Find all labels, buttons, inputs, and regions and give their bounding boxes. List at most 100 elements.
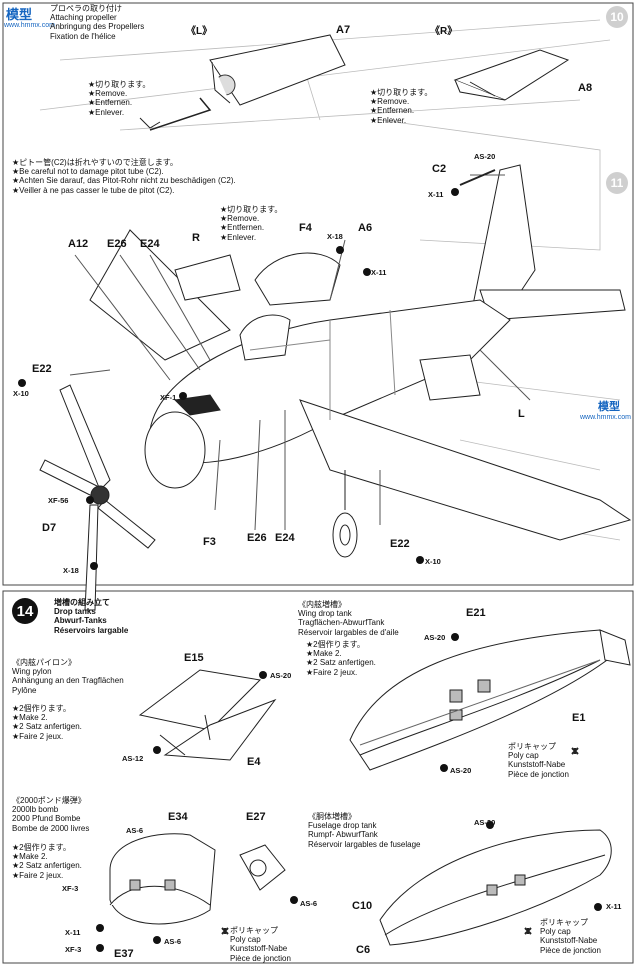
aircraft-assembly-drawing (39, 164, 632, 611)
paint-x11-fuselage-tank: X-11 (606, 902, 622, 911)
fuselage-drop-tank-title: 《胴体増槽》 Fuselage drop tank Rumpf- AbwurfT… (308, 812, 421, 849)
step-14-title: 増槽の組み立て Drop tanks Abwurf-Tanks Réservoi… (54, 598, 128, 635)
part-e26-bottom-label: E26 (247, 532, 267, 544)
part-e22-bottom-label: E22 (390, 538, 410, 550)
part-d7-label: D7 (42, 522, 57, 534)
note-en: ★Make 2. (12, 713, 48, 723)
title-fr: Réservoir largables de fuselage (308, 839, 421, 849)
title-en: Fuselage drop tank (308, 821, 377, 831)
title-fr: Pylône (12, 685, 37, 695)
title-de: Anhängung an den Tragflächen (12, 676, 124, 686)
part-f4-label: F4 (299, 222, 312, 234)
part-c2-label: C2 (432, 163, 447, 175)
part-e27-label: E27 (246, 811, 266, 823)
part-e21-label: E21 (466, 607, 486, 619)
note-fr: ★Faire 2 jeux. (306, 667, 358, 677)
paint-x10-left: X-10 (13, 389, 29, 398)
wing-pylon-make-note: ★2個作ります。 ★Make 2. ★2 Satz anfertigen. ★F… (12, 704, 82, 741)
paint-as20-tank-top: AS-20 (424, 633, 446, 642)
note-ja: ★2個作ります。 (12, 704, 71, 713)
part-e15-label: E15 (184, 652, 204, 664)
bomb-make-note: ★2個作ります。 ★Make 2. ★2 Satz anfertigen. ★F… (12, 843, 82, 880)
title-ja: 増槽の組み立て (54, 598, 110, 607)
title-fr: Fixation de l'hélice (50, 31, 116, 41)
part-a6-label: A6 (358, 222, 373, 234)
note-de: ★2 Satz anfertigen. (12, 861, 82, 871)
note-fr: ★Enlever. (88, 107, 125, 117)
note-de: Kunststoff-Nabe (508, 760, 566, 770)
paint-as6-top: AS-6 (126, 826, 144, 835)
step-10-title: プロペラの取り付け Attaching propeller Anbringung… (50, 4, 144, 41)
remove-note-right: ★切り取ります。 ★Remove. ★Entfernen. ★Enlever. (370, 88, 432, 125)
wing-pylon-drawing (138, 669, 277, 761)
propeller-a7-drawing (139, 34, 346, 131)
note-fr: ★Enlever. (220, 232, 257, 242)
note-en: Poly cap (508, 751, 539, 761)
note-en: ★Make 2. (306, 649, 342, 659)
part-e26-label: E26 (107, 238, 127, 250)
note-en: Poly cap (230, 935, 261, 945)
paint-as20: AS-20 (474, 152, 496, 161)
part-e24-bottom-label: E24 (275, 532, 295, 544)
paint-xf1: XF-1 (160, 393, 177, 402)
note-de: ★2 Satz anfertigen. (12, 722, 82, 732)
note-ja: ポリキャップ (230, 926, 278, 935)
left-propeller-label: 《L》 (186, 26, 213, 37)
title-en: Wing pylon (12, 667, 52, 677)
note-ja: ポリキャップ (508, 742, 556, 751)
note-fr: Pièce de jonction (508, 769, 569, 779)
bomb-drawing (109, 833, 286, 925)
title-en: 2000lb bomb (12, 805, 59, 815)
watermark-url: www.hmmx.com (4, 22, 55, 29)
note-en: ★Remove. (220, 214, 260, 224)
polycap-note-bomb: ポリキャップ Poly cap Kunststoff-Nabe Pièce de… (230, 926, 291, 963)
step-number-badge: 11 (606, 172, 628, 194)
paint-x11-right: X-11 (371, 268, 387, 277)
note-de: ★Entfernen. (220, 223, 265, 233)
paint-x18-canopy: X-18 (327, 232, 343, 241)
title-fr: Réservoirs largable (54, 625, 129, 635)
part-e34-label: E34 (168, 811, 188, 823)
title-en: Drop tanks (54, 607, 96, 617)
note-en: ★Remove. (370, 97, 410, 107)
note-fr: ★Veiller à ne pas casser le tube de pito… (12, 185, 175, 195)
note-ja: ポリキャップ (540, 918, 588, 927)
part-a7-label: A7 (336, 24, 351, 36)
title-fr: Réservoir largables de d'aile (298, 627, 399, 637)
paint-as20-pylon: AS-20 (270, 671, 292, 680)
note-de: ★Entfernen. (370, 106, 415, 116)
note-en: Poly cap (540, 927, 571, 937)
part-a8-label: A8 (578, 82, 593, 94)
wing-drop-tank-make-note: ★2個作ります。 ★Make 2. ★2 Satz anfertigen. ★F… (306, 640, 376, 677)
polycap-note-wing-tank: ポリキャップ Poly cap Kunststoff-Nabe Pièce de… (508, 742, 569, 779)
paint-as20-tank-bottom: AS-20 (450, 766, 472, 775)
note-fr: Pièce de jonction (540, 945, 601, 955)
remove-note-left: ★切り取ります。 ★Remove. ★Entfernen. ★Enlever. (88, 80, 150, 117)
title-de: 2000 Pfund Bombe (12, 814, 81, 824)
paint-as6-bottom: AS-6 (164, 937, 182, 946)
note-ja: ★切り取ります。 (370, 88, 433, 97)
watermark-url-2: www.hmmx.com (580, 414, 631, 421)
paint-xf3-top: XF-3 (62, 884, 79, 893)
step-number-badge: 10 (606, 6, 628, 28)
note-de: Kunststoff-Nabe (540, 936, 598, 946)
note-en: ★Remove. (88, 89, 128, 99)
note-ja: ★切り取ります。 (88, 80, 151, 89)
title-de: Rumpf- AbwurfTank (308, 830, 378, 840)
note-de: ★Entfernen. (88, 98, 133, 108)
title-de: Abwurf-Tanks (54, 616, 107, 626)
note-fr: ★Faire 2 jeux. (12, 870, 64, 880)
part-l-label: L (518, 408, 525, 420)
title-en: Wing drop tank (298, 609, 352, 619)
title-ja: 《胴体増槽》 (308, 812, 356, 821)
note-fr: ★Faire 2 jeux. (12, 731, 64, 741)
step-number-badge: 14 (12, 598, 38, 624)
note-ja: ★2個作ります。 (306, 640, 365, 649)
paint-as12: AS-12 (122, 754, 144, 763)
title-de: Tragflächen-AbwurfTank (298, 618, 385, 628)
paint-as20-fuselage-tank: AS-20 (474, 818, 496, 827)
part-c10-label: C10 (352, 900, 373, 912)
right-propeller-label: 《R》 (430, 26, 458, 37)
title-ja: 《2000ポンド爆弾》 (12, 796, 86, 805)
watermark-logo-2: 模型 (598, 401, 620, 413)
